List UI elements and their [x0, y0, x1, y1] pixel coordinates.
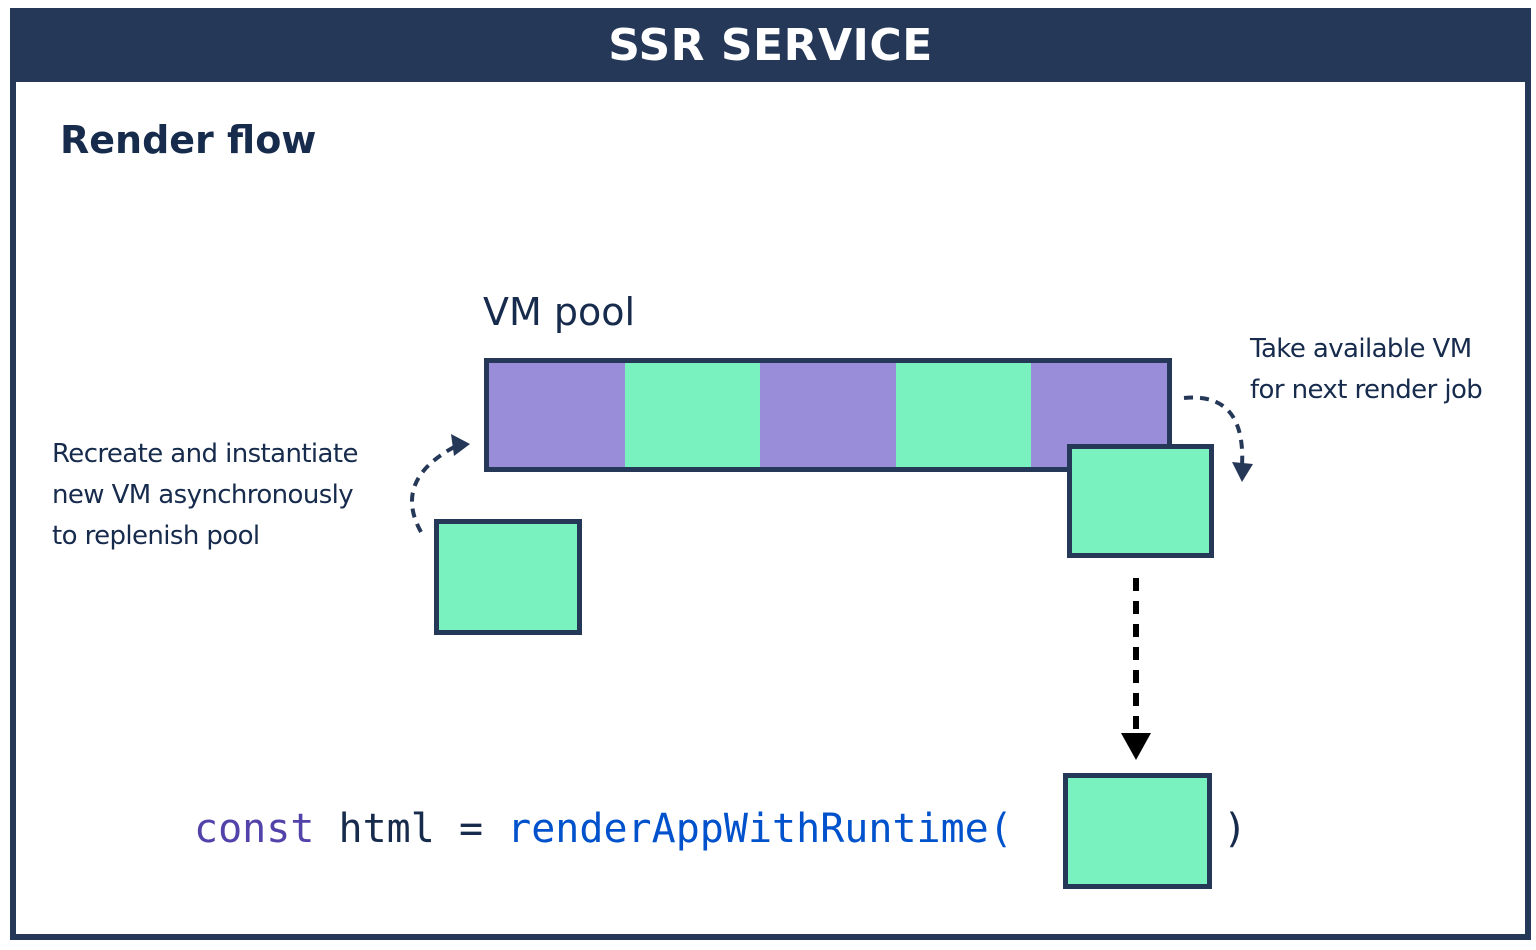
- ssr-service-frame: [10, 8, 1531, 940]
- replenish-arrow-head: [451, 434, 470, 456]
- code-variable: html: [338, 806, 435, 852]
- replenish-note: Recreate and instantiate new VM asynchro…: [52, 434, 358, 557]
- replenish-arrow: [410, 444, 457, 533]
- vm-pool-cell-busy: [760, 363, 896, 467]
- code-operator: =: [458, 806, 484, 852]
- code-keyword: const: [194, 806, 315, 852]
- take-vm-note: Take available VM for next render job: [1250, 329, 1483, 411]
- replenish-note-line-1: Recreate and instantiate: [52, 439, 358, 469]
- vm-new-box: [434, 519, 582, 635]
- header-title: SSR SERVICE: [608, 19, 933, 71]
- code-close-paren: ): [1223, 806, 1248, 852]
- vm-pool-label: VM pool: [483, 290, 636, 334]
- code-function: renderAppWithRuntime(: [507, 806, 1013, 852]
- header-bar: SSR SERVICE: [10, 8, 1531, 82]
- vm-pool-cell-available: [895, 363, 1032, 467]
- vm-taken-box: [1067, 444, 1214, 558]
- section-title: Render flow: [60, 118, 317, 162]
- vm-argument-box: [1063, 773, 1212, 889]
- take-vm-note-line-2: for next render job: [1250, 375, 1483, 405]
- take-vm-note-line-1: Take available VM: [1250, 334, 1472, 364]
- vm-pool: [484, 358, 1172, 472]
- render-arrow-head: [1121, 733, 1151, 760]
- replenish-note-line-3: to replenish pool: [52, 521, 260, 551]
- vm-pool-cell-available: [624, 363, 761, 467]
- take-vm-arrow-head: [1232, 462, 1253, 482]
- take-vm-arrow: [1183, 395, 1245, 467]
- vm-pool-cell-busy: [489, 363, 625, 467]
- code-line: const html = renderAppWithRuntime(: [194, 806, 1013, 852]
- replenish-note-line-2: new VM asynchronously: [52, 480, 354, 510]
